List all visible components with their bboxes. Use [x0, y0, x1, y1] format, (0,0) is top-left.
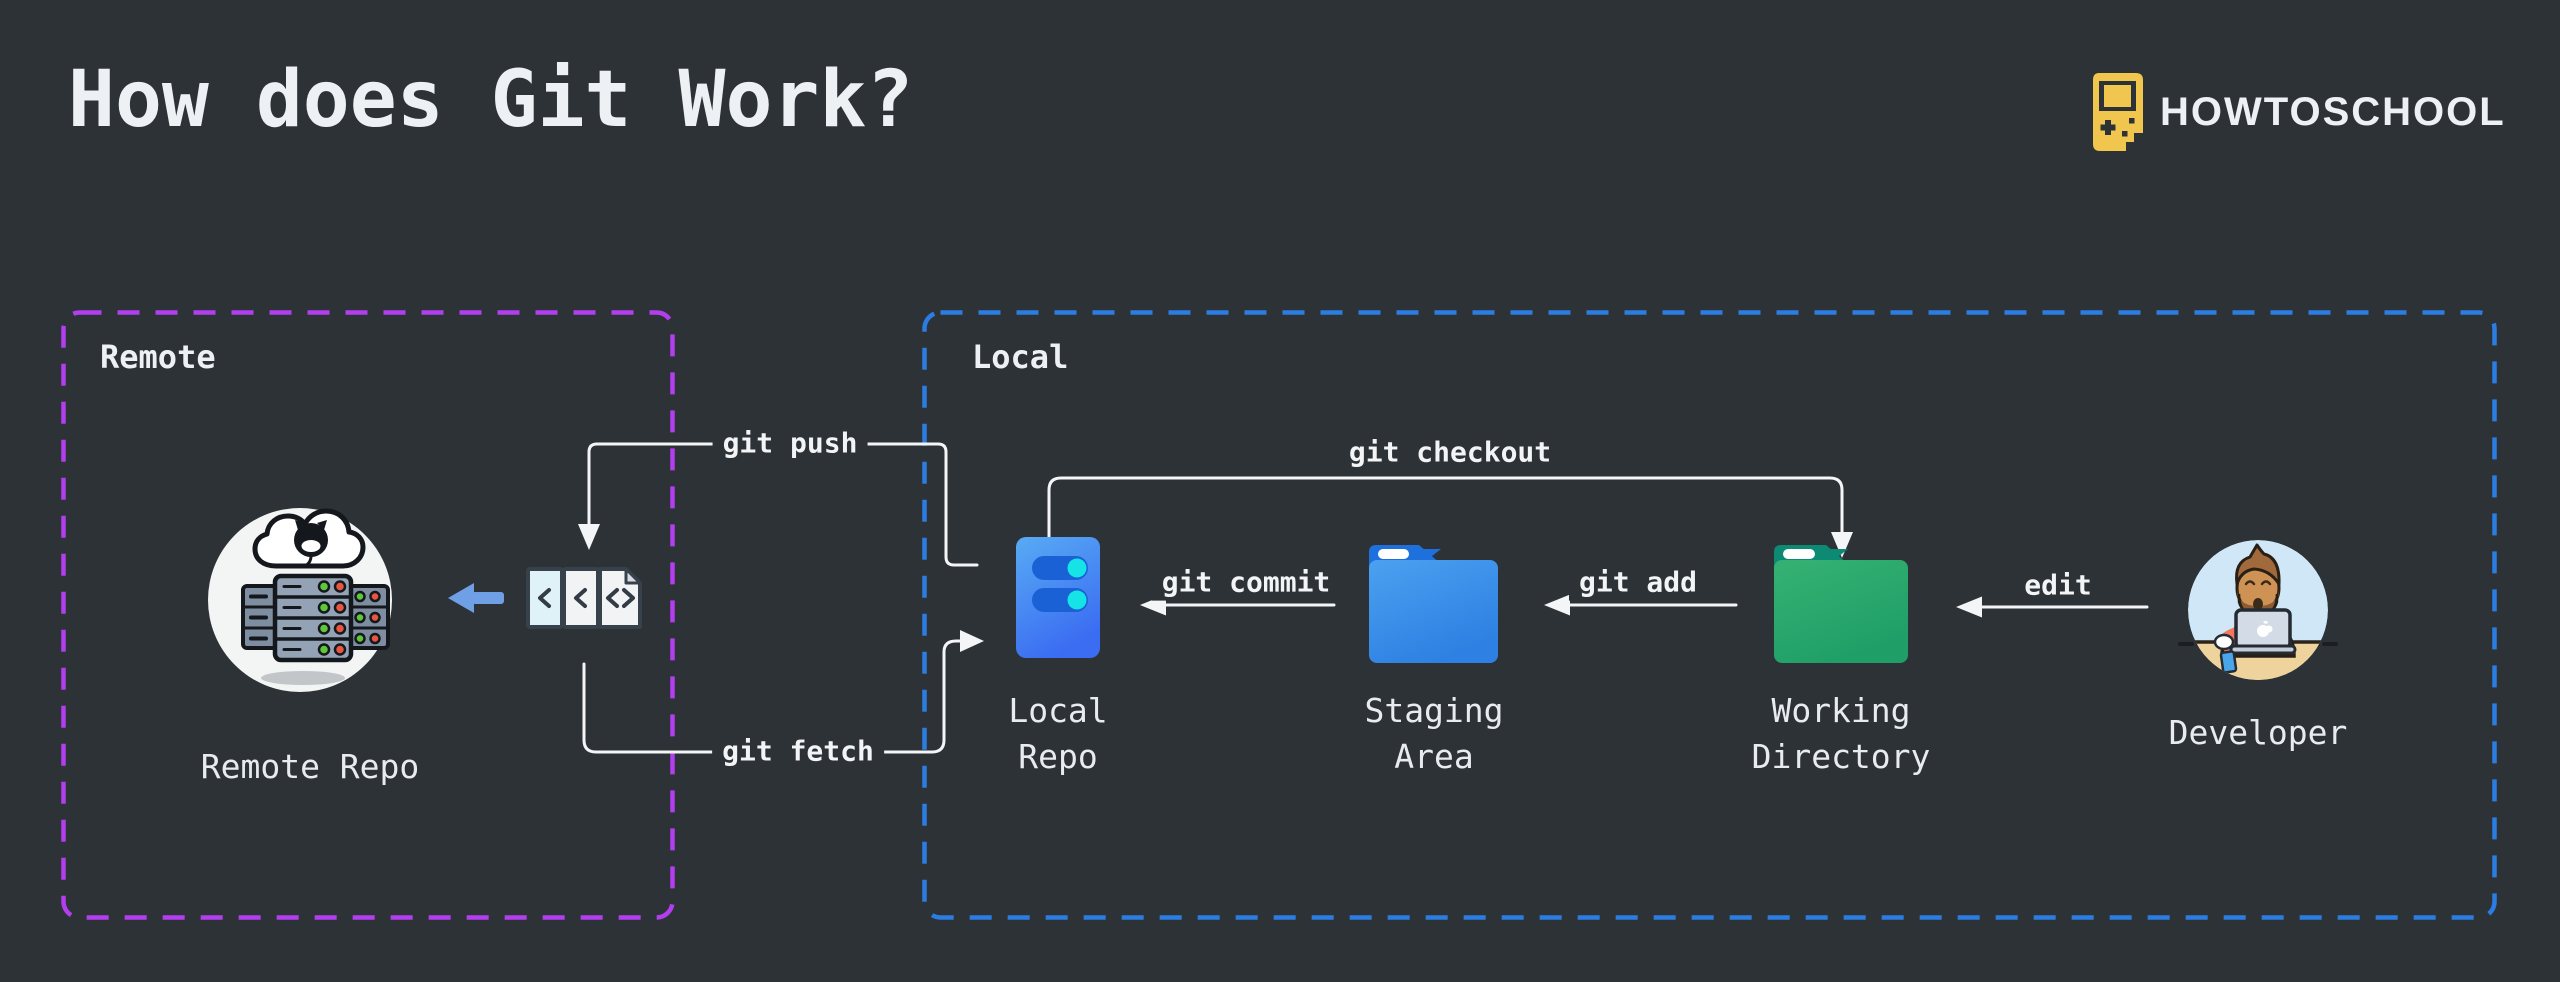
blue-folder-icon — [1367, 543, 1500, 665]
edit-label: edit — [2014, 568, 2102, 604]
remote-group-label: Remote — [100, 338, 216, 376]
git-fetch-arrow-line — [582, 639, 962, 754]
brand-logo: HOWTOSCHOOL — [2092, 72, 2506, 152]
sync-arrow-icon — [448, 583, 504, 613]
local-repo-node — [1016, 537, 1100, 658]
working-directory-label: Working Directory — [1751, 691, 1931, 776]
git-push-label: git push — [712, 426, 868, 462]
staging-area-node — [1367, 543, 1500, 665]
green-folder-icon — [1772, 543, 1910, 665]
git-push-arrowhead — [578, 524, 600, 550]
remote-repo-node — [208, 506, 393, 698]
git-add-label: git add — [1568, 565, 1708, 601]
page-title: How does Git Work? — [68, 55, 914, 145]
git-add-arrowhead — [1544, 594, 1570, 616]
git-push-arrow-line — [587, 442, 979, 567]
git-checkout-label: git checkout — [1338, 435, 1562, 471]
gameboy-icon — [2092, 72, 2144, 152]
edit-arrowhead — [1956, 596, 1982, 618]
developer-avatar — [2178, 538, 2338, 684]
git-checkout-arrowhead — [1831, 532, 1853, 558]
developer-label: Developer — [2168, 713, 2348, 752]
local-group-label: Local — [972, 338, 1069, 376]
server-icon — [1016, 537, 1100, 658]
working-directory-node — [1772, 543, 1910, 665]
code-files-icon — [526, 566, 642, 630]
developer-node — [2178, 538, 2338, 684]
git-fetch-label: git fetch — [712, 734, 884, 770]
git-checkout-arrow-line — [1047, 476, 1844, 547]
remote-repo-label: Remote Repo — [200, 747, 420, 786]
github-cloud-servers-icon — [208, 506, 393, 698]
local-repo-label: Local Repo — [1008, 691, 1108, 776]
git-fetch-arrowhead — [960, 630, 984, 652]
brand-logo-text: HOWTOSCHOOL — [2160, 89, 2506, 134]
staging-area-label: Staging Area — [1364, 691, 1504, 776]
git-commit-label: git commit — [1151, 565, 1341, 601]
